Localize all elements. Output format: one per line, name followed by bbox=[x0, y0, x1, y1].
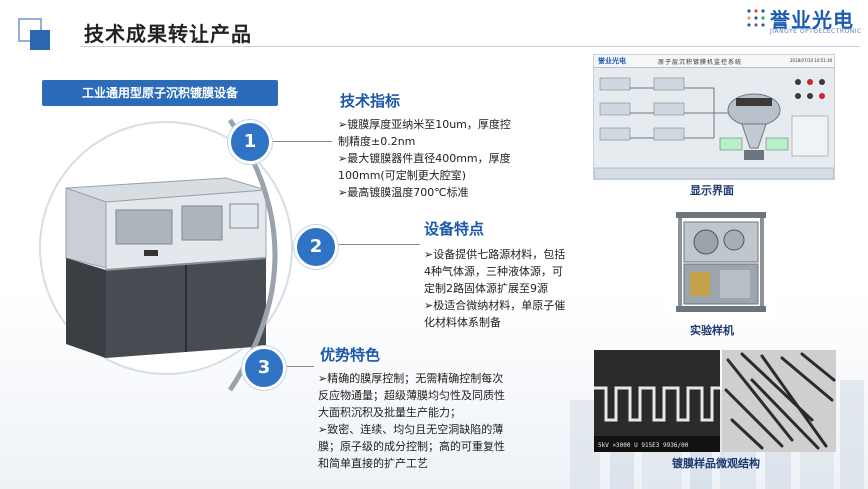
section-3-line: 反应物通量；超级薄膜均匀性及同质性 bbox=[318, 389, 505, 402]
title-divider bbox=[80, 46, 860, 47]
section-2-text: ➢设备提供七路源材料，包括 4种气体源，三种液体源，可 定制2路固体源扩展至9源… bbox=[424, 246, 565, 331]
section-2-line: ➢极适合微纳材料，单原子催 bbox=[424, 299, 566, 312]
section-badge-2: 2 bbox=[294, 225, 338, 269]
sem-trench-image: 5kV ×3000 U 915E3 9936/00 bbox=[594, 350, 720, 452]
display-interface-image: 誉业光电 原子层沉积镀膜机监控系统 2018/07/10 10:51:40 bbox=[593, 54, 835, 180]
section-3-line: ➢致密、连续、均匀且无空洞缺陷的薄 bbox=[318, 423, 504, 436]
connector-1 bbox=[270, 141, 332, 142]
monitor-title: 原子层沉积镀膜机监控系统 bbox=[658, 59, 743, 66]
section-1-line: ➢最高镀膜温度700℃标准 bbox=[338, 186, 469, 199]
monitor-diagram bbox=[594, 77, 834, 179]
brand-logo-subtitle: JIANGYE OPTOELECTRONIC bbox=[770, 28, 862, 35]
monitor-titlebar: 誉业光电 原子层沉积镀膜机监控系统 2018/07/10 10:51:40 bbox=[594, 55, 834, 68]
page-title: 技术成果转让产品 bbox=[84, 22, 252, 46]
machine-illustration bbox=[39, 121, 293, 375]
monitor-timestamp: 2018/07/10 10:51:40 bbox=[790, 58, 833, 63]
product-label: 工业通用型原子沉积镀膜设备 bbox=[42, 80, 278, 106]
section-1-heading: 技术指标 bbox=[340, 92, 401, 110]
monitor-logo: 誉业光电 bbox=[598, 57, 626, 65]
caption-prototype: 实验样机 bbox=[690, 324, 734, 337]
section-2-heading: 设备特点 bbox=[424, 220, 485, 238]
prototype-machine-image bbox=[666, 202, 776, 318]
section-3-line: 膜；原子级的成分控制；高的可重复性 bbox=[318, 440, 505, 453]
section-2-line: 定制2路固体源扩展至9源 bbox=[424, 282, 548, 295]
header-deco-square-filled bbox=[30, 30, 50, 50]
brand-logo-text: 誉业光电 bbox=[770, 8, 854, 32]
section-2-line: 4种气体源，三种液体源，可 bbox=[424, 265, 563, 278]
logo-icon bbox=[747, 9, 765, 27]
section-2-line: ➢设备提供七路源材料，包括 bbox=[424, 248, 566, 261]
section-2-line: 化材料体系制备 bbox=[424, 316, 501, 329]
section-1-line: ➢最大镀膜器件直径400mm，厚度 bbox=[338, 152, 511, 165]
section-3-line: 和简单直接的扩产工艺 bbox=[318, 457, 428, 470]
section-1-text: ➢镀膜厚度亚纳米至10um，厚度控 制精度±0.2nm ➢最大镀膜器件直径400… bbox=[338, 116, 511, 201]
sem-nanowire-image bbox=[722, 350, 836, 452]
section-1-line: ➢镀膜厚度亚纳米至10um，厚度控 bbox=[338, 118, 511, 131]
section-3-text: ➢精确的膜厚控制；无需精确控制每次 反应物通量；超级薄膜均匀性及同质性 大面积沉… bbox=[318, 370, 505, 472]
caption-display-interface: 显示界面 bbox=[690, 184, 734, 197]
section-3-line: 大面积沉积及批量生产能力； bbox=[318, 406, 461, 419]
section-1-line: 100mm(可定制更大腔室) bbox=[338, 169, 467, 182]
caption-microstructure: 镀膜样品微观结构 bbox=[672, 457, 760, 470]
section-3-line: ➢精确的膜厚控制；无需精确控制每次 bbox=[318, 372, 504, 385]
section-3-heading: 优势特色 bbox=[320, 346, 381, 364]
section-badge-1: 1 bbox=[228, 120, 272, 164]
connector-2 bbox=[332, 244, 420, 245]
sem-label-text: 5kV ×3000 U 915E3 9936/00 bbox=[598, 442, 689, 449]
connector-3 bbox=[282, 366, 314, 367]
section-badge-3: 3 bbox=[242, 346, 286, 390]
section-1-line: 制精度±0.2nm bbox=[338, 135, 416, 148]
